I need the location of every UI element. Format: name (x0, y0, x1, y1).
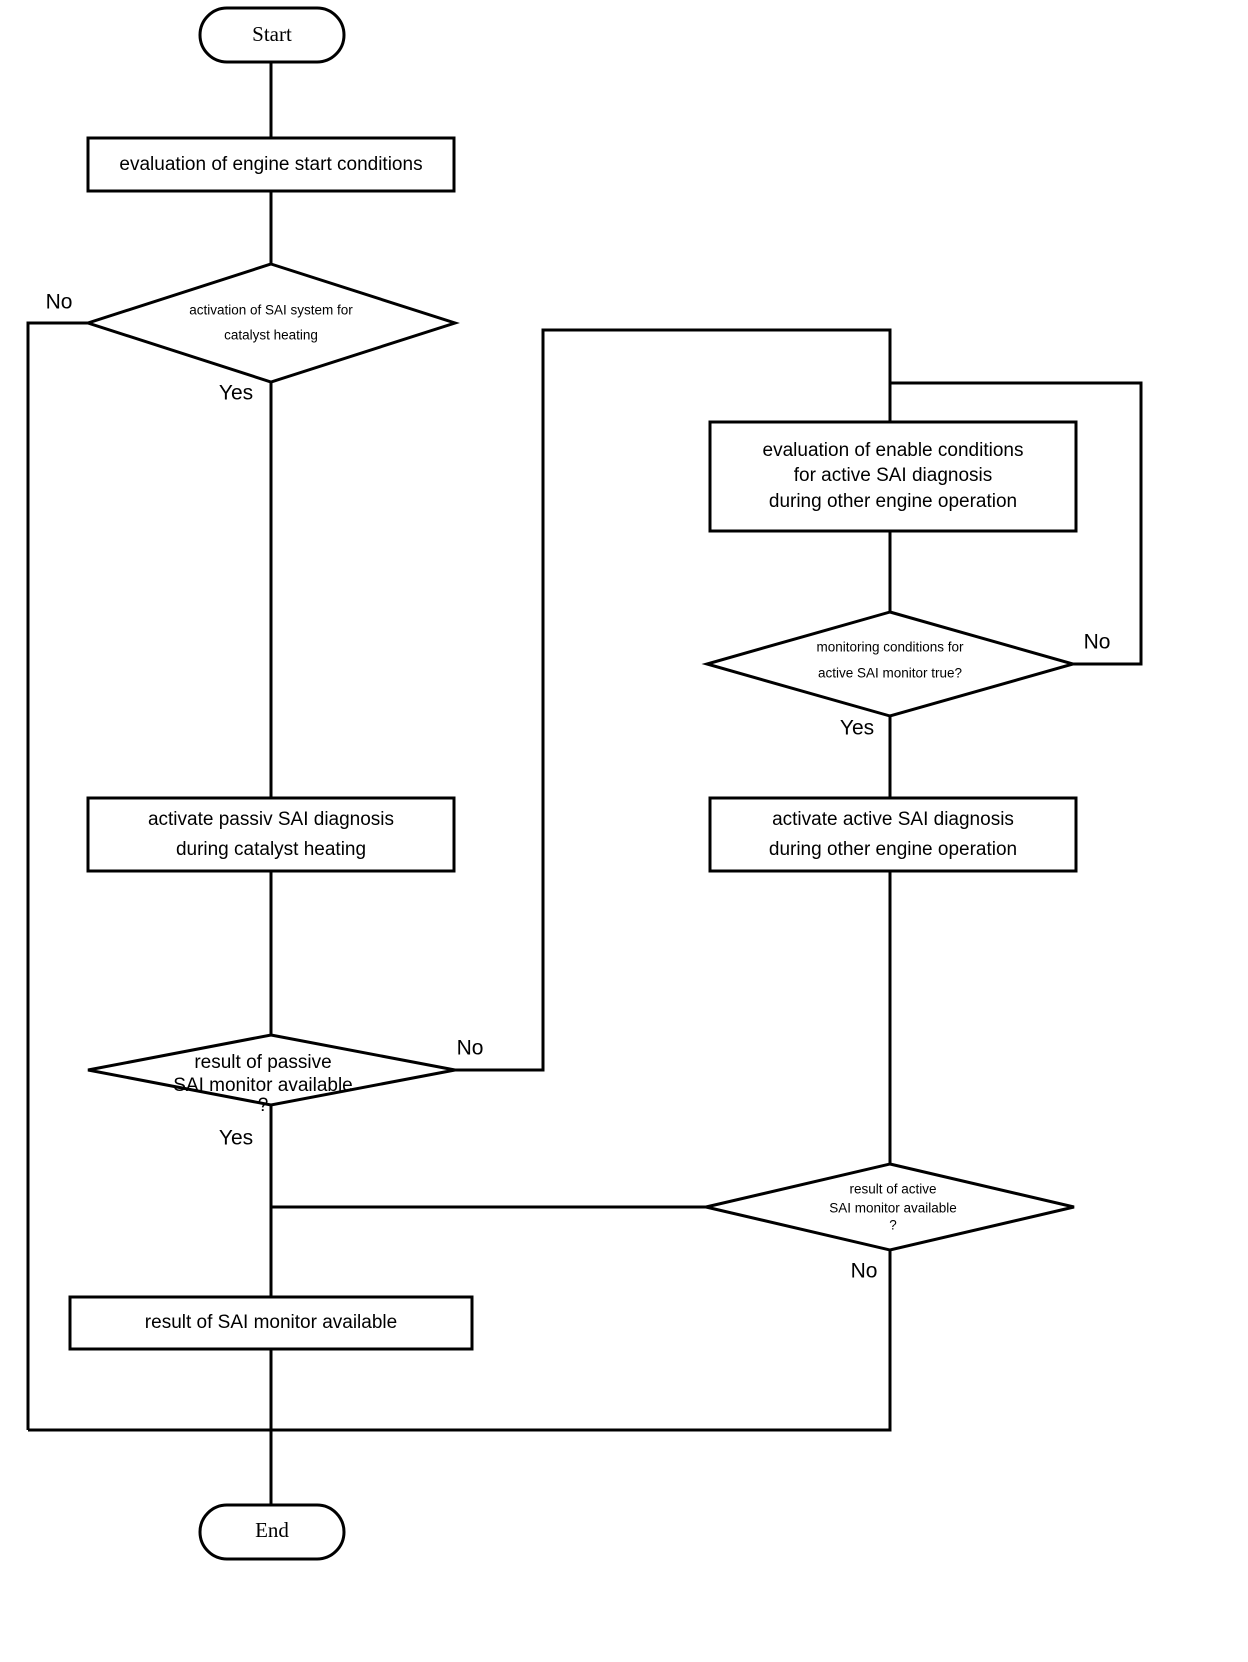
node-result-active-available[interactable]: result of active SAI monitor available ? (705, 1162, 1075, 1252)
connector-result-active-no (28, 1250, 892, 1432)
node-result-sai-available[interactable]: result of SAI monitor available (68, 1295, 474, 1351)
activate-passive-line-2: during catalyst heating (176, 839, 366, 860)
start-shape (198, 6, 346, 64)
start-label: Start (252, 22, 292, 46)
eval-enable-conditions-shape (708, 420, 1078, 533)
connector-result-passive-no (455, 328, 892, 1072)
activate-active-shape (708, 796, 1078, 873)
edge-label-result-passive-yes: Yes (219, 1127, 253, 1150)
result-passive-available-line-3: ? (258, 1095, 269, 1116)
result-passive-available-line-1: result of passive (194, 1052, 331, 1073)
edge-label-activation-yes: Yes (219, 382, 253, 405)
node-activate-passive[interactable]: activate passiv SAI diagnosis during cat… (86, 796, 456, 873)
edge-label-result-active-no: No (851, 1260, 878, 1283)
edge-label-activation-no: No (46, 291, 73, 314)
node-activate-active[interactable]: activate active SAI diagnosis during oth… (708, 796, 1078, 873)
result-active-available-line-2: SAI monitor available (829, 1201, 957, 1216)
monitoring-conditions-line-2: active SAI monitor true? (818, 666, 962, 681)
result-sai-available-line-1: result of SAI monitor available (145, 1312, 397, 1333)
result-active-available-line-1: result of active (849, 1182, 936, 1197)
activate-passive-line-1: activate passiv SAI diagnosis (148, 809, 394, 830)
edge-label-layer: No Yes No Yes No Yes No (46, 291, 1111, 1283)
eval-enable-conditions-line-2: for active SAI diagnosis (794, 465, 993, 486)
end-label: End (255, 1518, 289, 1542)
node-eval-start-conditions[interactable]: evaluation of engine start conditions (86, 136, 456, 193)
result-sai-available-shape (68, 1295, 474, 1351)
edge-label-result-passive-no: No (457, 1037, 484, 1060)
connector-activation-no (26, 321, 88, 1430)
activate-active-line-1: activate active SAI diagnosis (772, 809, 1014, 830)
node-monitoring-conditions[interactable]: monitoring conditions for active SAI mon… (701, 610, 1079, 718)
node-end[interactable]: End (198, 1503, 346, 1561)
result-passive-available-line-2: SAI monitor available (173, 1075, 353, 1096)
edge-label-monitoring-no: No (1084, 631, 1111, 654)
activate-passive-shape (86, 796, 456, 873)
activation-sai-catalyst-line-2: catalyst heating (224, 328, 318, 343)
node-activation-sai-catalyst[interactable]: activation of SAI system for catalyst he… (83, 262, 460, 384)
eval-enable-conditions-line-1: evaluation of enable conditions (763, 440, 1024, 461)
activation-sai-catalyst-line-1: activation of SAI system for (189, 303, 353, 318)
result-active-available-line-3: ? (889, 1218, 897, 1233)
activate-active-line-2: during other engine operation (769, 839, 1017, 860)
activation-sai-catalyst-shape (83, 262, 460, 384)
result-passive-available-shape (87, 1033, 456, 1107)
eval-enable-conditions-line-3: during other engine operation (769, 491, 1017, 512)
eval-start-conditions-shape (86, 136, 456, 193)
node-result-passive-available[interactable]: result of passive SAI monitor available … (87, 1033, 456, 1116)
connector-monitoring-no (890, 381, 1143, 666)
eval-start-conditions-line-1: evaluation of engine start conditions (119, 154, 422, 175)
connector-layer (26, 62, 1143, 1505)
end-shape (198, 1503, 346, 1561)
node-start[interactable]: Start (198, 6, 346, 64)
edge-label-monitoring-yes: Yes (840, 717, 874, 740)
node-eval-enable-conditions[interactable]: evaluation of enable conditions for acti… (708, 420, 1078, 533)
result-active-available-shape (705, 1162, 1075, 1252)
monitoring-conditions-shape (701, 610, 1079, 718)
monitoring-conditions-line-1: monitoring conditions for (816, 640, 964, 655)
